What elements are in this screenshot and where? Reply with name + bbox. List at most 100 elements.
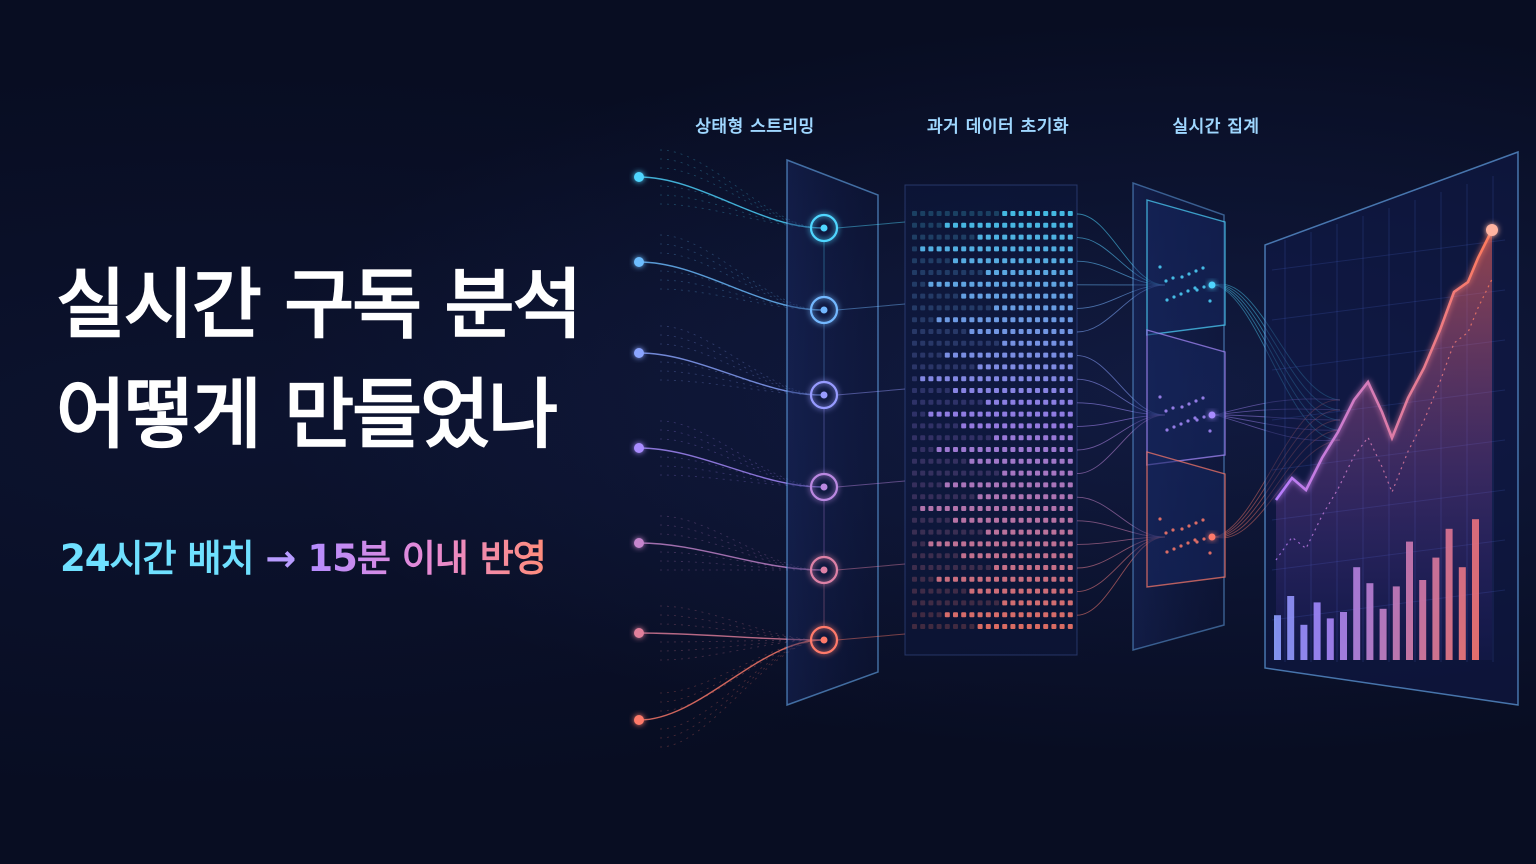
- grid-cell: [912, 281, 917, 287]
- state-node-out: [836, 563, 906, 571]
- grid-cell: [1026, 565, 1032, 570]
- grid-cell: [985, 600, 991, 606]
- grid-cell: [1059, 565, 1065, 570]
- grid-cell: [912, 600, 917, 606]
- grid-cell: [961, 399, 967, 405]
- grid-cell: [936, 482, 942, 488]
- grid-cell: [1051, 470, 1057, 476]
- grid-cell: [1002, 576, 1008, 582]
- grid-cell: [1067, 494, 1073, 500]
- grid-cell: [1035, 435, 1040, 441]
- grid-cell: [977, 482, 983, 488]
- grid-cell: [961, 329, 967, 334]
- grid-cell: [920, 447, 926, 452]
- grid-cell: [944, 435, 950, 441]
- grid-cell: [1018, 529, 1024, 535]
- grid-cell: [961, 222, 967, 228]
- grid-cell: [1026, 482, 1032, 488]
- state-node-core: [820, 636, 828, 644]
- grid-cell: [969, 352, 975, 358]
- grid-cell: [985, 258, 991, 264]
- grid-cell: [912, 411, 917, 417]
- grid-cell: [969, 517, 975, 523]
- state-node-core: [820, 391, 828, 399]
- grid-cell: [1059, 458, 1065, 464]
- grid-cell: [1051, 541, 1057, 547]
- grid-cell: [985, 376, 991, 382]
- grid-cell: [994, 482, 999, 488]
- grid-cell: [977, 470, 983, 476]
- grid-cell: [1010, 553, 1016, 559]
- grid-cell: [1059, 293, 1065, 299]
- aggregation-particle: [1171, 276, 1175, 280]
- grid-cell: [944, 317, 950, 323]
- grid-cell: [1043, 600, 1049, 606]
- grid-cell: [1067, 293, 1073, 299]
- grid-cell: [936, 222, 942, 228]
- grid-cell: [944, 376, 950, 382]
- grid-cell: [1035, 352, 1040, 358]
- stage-label-aggregation: 실시간 집계: [1172, 117, 1260, 137]
- grid-cell: [1010, 329, 1016, 334]
- grid-cell: [969, 305, 975, 311]
- grid-cell: [928, 329, 934, 334]
- grid-cell: [985, 305, 991, 311]
- grid-cell: [985, 624, 991, 629]
- grid-cell: [969, 423, 975, 429]
- grid-cell: [1043, 281, 1049, 287]
- grid-cell: [977, 329, 983, 334]
- grid-cell: [1026, 517, 1032, 523]
- grid-cell: [953, 317, 958, 323]
- subtitle-after: 15분 이내 반영: [307, 537, 546, 580]
- grid-cell: [912, 305, 917, 311]
- grid-cell: [1026, 399, 1032, 405]
- grid-cell: [1002, 388, 1008, 393]
- grid-cell: [1035, 399, 1040, 405]
- grid-cell: [1026, 281, 1032, 287]
- state-node-ring: [809, 472, 839, 502]
- grid-cell: [985, 565, 991, 570]
- grid-cell: [1002, 281, 1008, 287]
- grid-cell: [928, 246, 934, 252]
- grid-cell: [1002, 222, 1008, 228]
- grid-cell: [944, 447, 950, 452]
- grid-cell: [1002, 506, 1008, 511]
- aggregation-particle: [1164, 409, 1168, 413]
- grid-cell: [1043, 423, 1049, 429]
- aggregation-particle: [1165, 428, 1169, 432]
- state-node-ring: [809, 295, 839, 325]
- grid-cell: [961, 576, 967, 582]
- grid-cell: [953, 588, 958, 594]
- grid-cell: [977, 246, 983, 252]
- grid-cell: [1043, 553, 1049, 559]
- grid-cell: [912, 211, 917, 216]
- aggregation-particle: [1202, 285, 1206, 289]
- grid-cell: [1018, 588, 1024, 594]
- grid-cell: [961, 423, 967, 429]
- grid-cell: [1051, 517, 1057, 523]
- grid-cell: [1051, 364, 1057, 370]
- grid-cell: [928, 506, 934, 511]
- grid-cell: [953, 270, 958, 275]
- grid-cell: [1010, 376, 1016, 382]
- grid-cell: [1002, 494, 1008, 500]
- grid-cell: [1067, 624, 1073, 629]
- grid-cell: [912, 340, 917, 346]
- grid-cell: [1051, 494, 1057, 500]
- grid-cell: [994, 612, 999, 618]
- grid-cell: [1035, 529, 1040, 535]
- grid-cell: [1026, 352, 1032, 358]
- grid-cell: [944, 423, 950, 429]
- grid-cell: [961, 281, 967, 287]
- grid-cell: [961, 352, 967, 358]
- grid-cell: [920, 388, 926, 393]
- grid-cell: [1010, 565, 1016, 570]
- grid-cell: [928, 317, 934, 323]
- aggregation-endpoint: [1208, 411, 1216, 419]
- grid-cell: [1059, 612, 1065, 618]
- grid-cell: [944, 517, 950, 523]
- grid-cell: [936, 576, 942, 582]
- grid-cell: [1018, 281, 1024, 287]
- grid-cell: [969, 234, 975, 240]
